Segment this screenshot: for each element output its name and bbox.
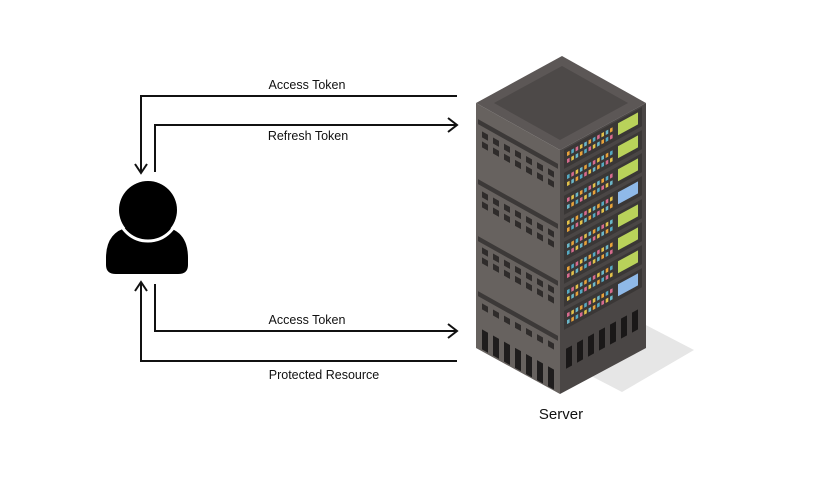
flow-label-access-token-in: Access Token [269, 78, 346, 92]
flow-arrow-protected-resource [134, 280, 457, 362]
flow-arrow-refresh-token [154, 117, 459, 172]
flow-arrow-access-token-in [134, 95, 457, 175]
server-rack-icon [476, 56, 694, 394]
user-icon [106, 177, 188, 274]
flow-label-access-token-out: Access Token [269, 313, 346, 327]
flow-label-protected-resource: Protected Resource [269, 368, 380, 382]
flow-arrow-access-token-out [154, 284, 459, 339]
flow-label-refresh-token: Refresh Token [268, 129, 348, 143]
server-label: Server [539, 406, 583, 423]
